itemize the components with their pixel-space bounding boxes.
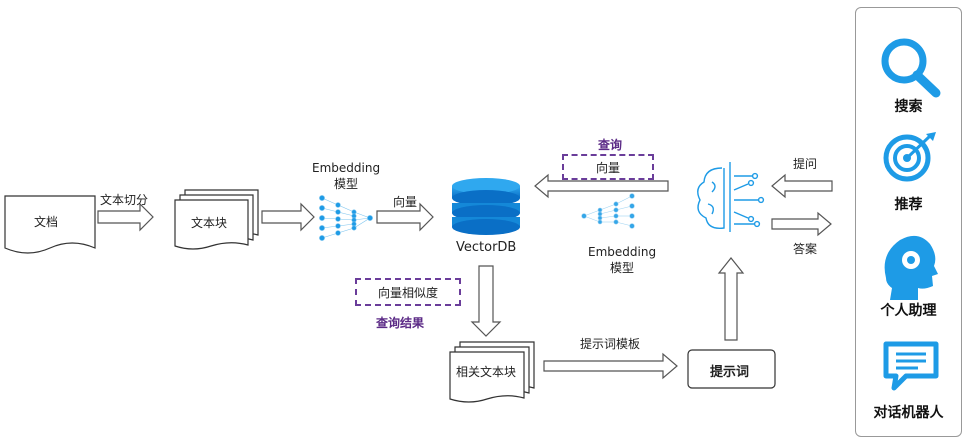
query-vector-label: 向量 — [595, 160, 620, 175]
head-gear-icon — [884, 235, 938, 300]
query-vector-box: 向量 — [562, 154, 654, 180]
arrow-to-vectordb — [376, 202, 434, 232]
brain-icon — [697, 162, 765, 232]
chunk-stack — [174, 189, 259, 250]
answer-label: 答案 — [793, 242, 818, 256]
arrow-query-vector — [534, 173, 669, 199]
related-chunks-label: 相关文本块 — [456, 365, 517, 379]
document-label: 文档 — [34, 215, 59, 229]
arrow-to-embedding — [261, 202, 315, 232]
applications-panel: 搜索 推荐 个人助理 对话机器人 — [855, 7, 962, 437]
arrow-prompt-to-llm — [717, 257, 745, 341]
sidebar-item-chatbot-label: 对话机器人 — [873, 405, 944, 421]
embedding-network-icon-right — [581, 193, 635, 229]
embedding-label-right: Embedding 模型 — [588, 245, 657, 275]
target-icon — [883, 132, 936, 182]
chat-icon — [883, 341, 939, 391]
arrow-ask — [771, 173, 833, 199]
chunk-label: 文本块 — [191, 216, 228, 230]
vectordb-icon — [452, 178, 520, 235]
document-shape — [4, 195, 96, 254]
vectordb-label: VectorDB — [456, 240, 517, 255]
query-label: 查询 — [598, 138, 623, 152]
vector-label-left: 向量 — [393, 195, 418, 209]
sidebar-item-recommend-label: 推荐 — [894, 197, 923, 213]
prompt-box — [687, 349, 776, 389]
applications-icons — [881, 38, 941, 391]
similarity-label: 向量相似度 — [377, 285, 438, 300]
arrow-split — [97, 202, 154, 232]
sidebar-item-search-label: 搜索 — [894, 99, 923, 115]
embedding-label-left: Embedding 模型 — [312, 161, 381, 191]
related-chunk-stack — [449, 341, 535, 403]
embedding-network-icon-left — [319, 195, 373, 241]
prompt-label: 提示词 — [710, 365, 750, 380]
query-result-label: 查询结果 — [376, 316, 425, 330]
sidebar-item-assistant-label: 个人助理 — [880, 303, 937, 319]
ask-label: 提问 — [793, 157, 818, 171]
arrow-prompt-template — [543, 352, 678, 380]
similarity-box: 向量相似度 — [355, 278, 461, 306]
arrow-answer — [771, 211, 832, 237]
split-label: 文本切分 — [100, 193, 149, 207]
arrow-query-result — [470, 265, 502, 337]
prompt-template-label: 提示词模板 — [580, 337, 641, 351]
search-icon — [881, 38, 941, 98]
